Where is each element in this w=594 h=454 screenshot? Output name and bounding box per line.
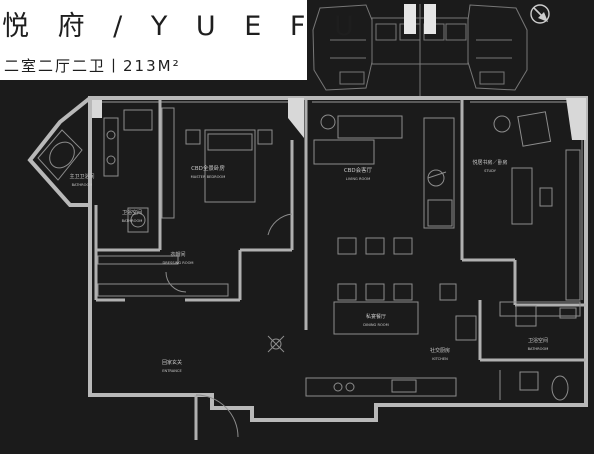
unit-summary: 二室二厅二卫丨213M² — [4, 57, 181, 75]
room-label-en: ENTRANCE — [162, 369, 182, 373]
room-label-cn: CBD全景卧房 — [191, 164, 225, 172]
room-label-en: BATHROOM — [122, 219, 143, 223]
room-label-cn: 回家玄关 — [162, 359, 182, 366]
room-label-en: LIVING ROOM — [346, 177, 370, 181]
room-label-cn: 衣帽间 — [170, 251, 185, 258]
exterior-walls — [27, 96, 588, 422]
structural-columns — [92, 98, 586, 140]
room-label-cn: 卫浴空间 — [122, 209, 142, 216]
room-label-cn: 主卫卫浴间 — [69, 173, 94, 180]
room-label-en: MASTER BEDROOM — [191, 175, 226, 179]
room-label-en: DINING ROOM — [363, 323, 388, 327]
room-label-cn: 私宴餐厅 — [366, 313, 386, 320]
room-label-en: BATHROOM — [528, 347, 549, 351]
room-label-en: BATHROOM — [72, 183, 93, 187]
room-label-cn: 社交厨房 — [430, 347, 450, 354]
project-title: 悦 府 / Y U E F U — [2, 11, 364, 42]
key-plan — [312, 4, 528, 96]
room-label-en: KITCHEN — [432, 357, 448, 361]
window-strips — [100, 101, 583, 300]
room-label-en: STUDY — [484, 169, 497, 173]
furniture — [37, 107, 581, 438]
room-label-cn: CBD会客厅 — [344, 166, 373, 174]
room-labels: 主卫卫浴间 BATHROOM 卫浴空间 BATHROOM CBD全景卧房 MAS… — [69, 159, 548, 373]
interior-walls — [94, 100, 586, 440]
room-label-en: DRESSING ROOM — [162, 261, 193, 265]
compass-icon — [530, 4, 550, 24]
room-label-cn: 悦居书房／卧房 — [472, 159, 507, 166]
title-panel: 悦 府 / Y U E F U 二室二厅二卫丨213M² — [0, 0, 354, 80]
room-label-cn: 卫浴空间 — [528, 337, 548, 344]
